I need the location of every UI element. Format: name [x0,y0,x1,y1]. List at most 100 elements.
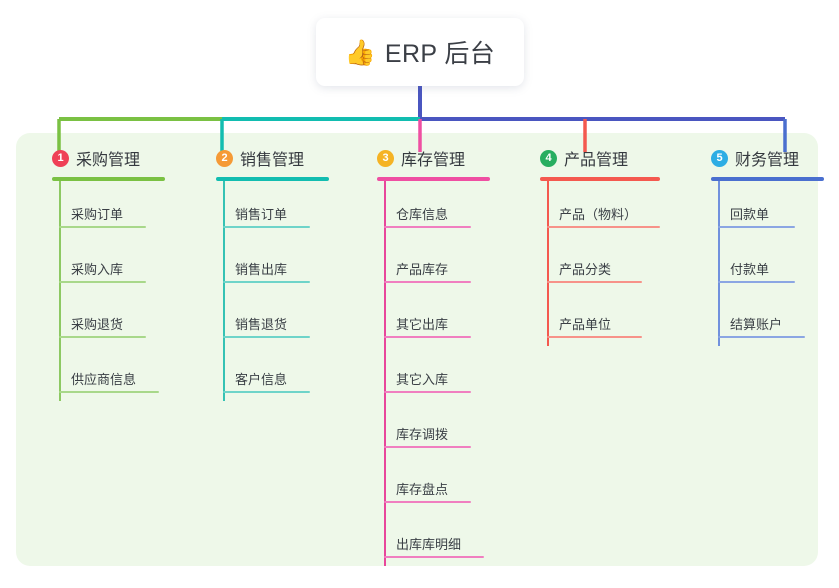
leaf-underline [718,281,795,283]
leaf-label: 产品分类 [559,262,612,277]
leaf-label: 出库库明细 [396,537,462,552]
branch-underline [216,177,329,181]
leaf-label: 客户信息 [235,372,288,387]
leaf-list: 产品（物料） 产品分类产品单位 [521,181,681,346]
leaf-underline [223,391,310,393]
branch-column-2: 2 销售管理销售订单销售出库销售退货客户信息 [197,146,345,401]
branch-header-4[interactable]: 4 产品管理 [521,146,681,170]
leaf-item[interactable]: 其它出库 [358,291,506,346]
leaf-item[interactable]: 供应商信息 [33,346,181,401]
branch-header-2[interactable]: 2 销售管理 [197,146,345,170]
leaf-label: 付款单 [730,262,770,277]
leaf-item[interactable]: 其它入库 [358,346,506,401]
leaf-label: 销售订单 [235,207,288,222]
leaf-label: 结算账户 [730,317,783,332]
leaf-underline [223,336,310,338]
branch-header-1[interactable]: 1 采购管理 [33,146,181,170]
leaf-list: 仓库信息产品库存其它出库其它入库库存调拨库存盘点出库库明细 [358,181,506,566]
leaf-label: 采购订单 [71,207,124,222]
leaf-underline [384,391,471,393]
branch-title: 产品管理 [564,152,629,169]
branch-number-badge: 2 [216,149,233,167]
leaf-item[interactable]: 采购退货 [33,291,181,346]
leaf-item[interactable]: 出库库明细 [358,511,506,566]
branch-column-1: 1 采购管理采购订单采购入库采购退货供应商信息 [33,146,181,401]
leaf-label: 销售退货 [235,317,288,332]
leaf-underline [384,501,471,503]
leaf-list: 采购订单采购入库采购退货供应商信息 [33,181,181,401]
branch-title: 销售管理 [240,152,305,169]
leaf-underline [223,226,310,228]
leaf-label: 库存调拨 [396,427,449,442]
root-node-card[interactable]: 👍 ERP 后台 [316,18,524,86]
leaf-underline [223,281,310,283]
leaf-label: 仓库信息 [396,207,449,222]
branch-spine [547,181,549,346]
leaf-item[interactable]: 回款单 [692,181,822,236]
branch-underline [52,177,165,181]
leaf-item[interactable]: 产品（物料） [521,181,681,236]
branch-number-badge: 1 [52,149,69,167]
leaf-label: 其它出库 [396,317,449,332]
branch-header-3[interactable]: 3 库存管理 [358,146,506,170]
branch-spine [718,181,720,346]
leaf-label: 产品单位 [559,317,612,332]
leaf-item[interactable]: 销售退货 [197,291,345,346]
leaf-item[interactable]: 产品单位 [521,291,681,346]
branch-number-badge: 5 [711,149,728,167]
branch-column-5: 5 财务管理回款单付款单结算账户 [692,146,824,346]
leaf-item[interactable]: 客户信息 [197,346,345,401]
branch-underline [711,177,824,181]
branch-underline [377,177,490,181]
leaf-label: 采购入库 [71,262,124,277]
branch-number-badge: 4 [540,149,557,167]
branch-underline [540,177,660,181]
leaf-item[interactable]: 结算账户 [692,291,822,346]
root-node-title: ERP 后台 [384,40,496,68]
leaf-label: 产品库存 [396,262,449,277]
leaf-item[interactable]: 采购入库 [33,236,181,291]
leaf-underline [384,281,471,283]
branch-spine [223,181,225,401]
leaf-underline [384,556,484,558]
leaf-underline [718,226,795,228]
leaf-item[interactable]: 产品库存 [358,236,506,291]
branch-title: 库存管理 [401,152,466,169]
leaf-underline [59,336,146,338]
leaf-underline [547,226,660,228]
leaf-item[interactable]: 销售出库 [197,236,345,291]
leaf-underline [59,281,146,283]
leaf-item[interactable]: 付款单 [692,236,822,291]
leaf-label: 回款单 [730,207,770,222]
leaf-item[interactable]: 采购订单 [33,181,181,236]
branch-number-badge: 3 [377,149,394,167]
leaf-underline [384,446,471,448]
leaf-underline [547,336,642,338]
leaf-underline [547,281,642,283]
diagram-background-panel [16,133,818,566]
leaf-label: 供应商信息 [71,372,137,387]
leaf-list: 销售订单销售出库销售退货客户信息 [197,181,345,401]
branch-spine [384,181,386,566]
leaf-item[interactable]: 库存盘点 [358,456,506,511]
branch-column-4: 4 产品管理产品（物料） 产品分类产品单位 [521,146,681,346]
branch-header-5[interactable]: 5 财务管理 [692,146,822,170]
leaf-underline [384,226,471,228]
branch-title: 财务管理 [735,152,800,169]
leaf-item[interactable]: 库存调拨 [358,401,506,456]
leaf-underline [718,336,805,338]
leaf-underline [384,336,471,338]
leaf-label: 销售出库 [235,262,288,277]
leaf-label: 其它入库 [396,372,449,387]
thumbs-up-icon: 👍 [344,37,376,67]
leaf-item[interactable]: 仓库信息 [358,181,506,236]
leaf-label: 采购退货 [71,317,124,332]
branch-column-3: 3 库存管理仓库信息产品库存其它出库其它入库库存调拨库存盘点出库库明细 [358,146,506,566]
branch-title: 采购管理 [76,152,141,169]
leaf-underline [59,226,146,228]
leaf-item[interactable]: 产品分类 [521,236,681,291]
branch-spine [59,181,61,401]
leaf-label: 产品（物料） [559,207,638,222]
leaf-item[interactable]: 销售订单 [197,181,345,236]
